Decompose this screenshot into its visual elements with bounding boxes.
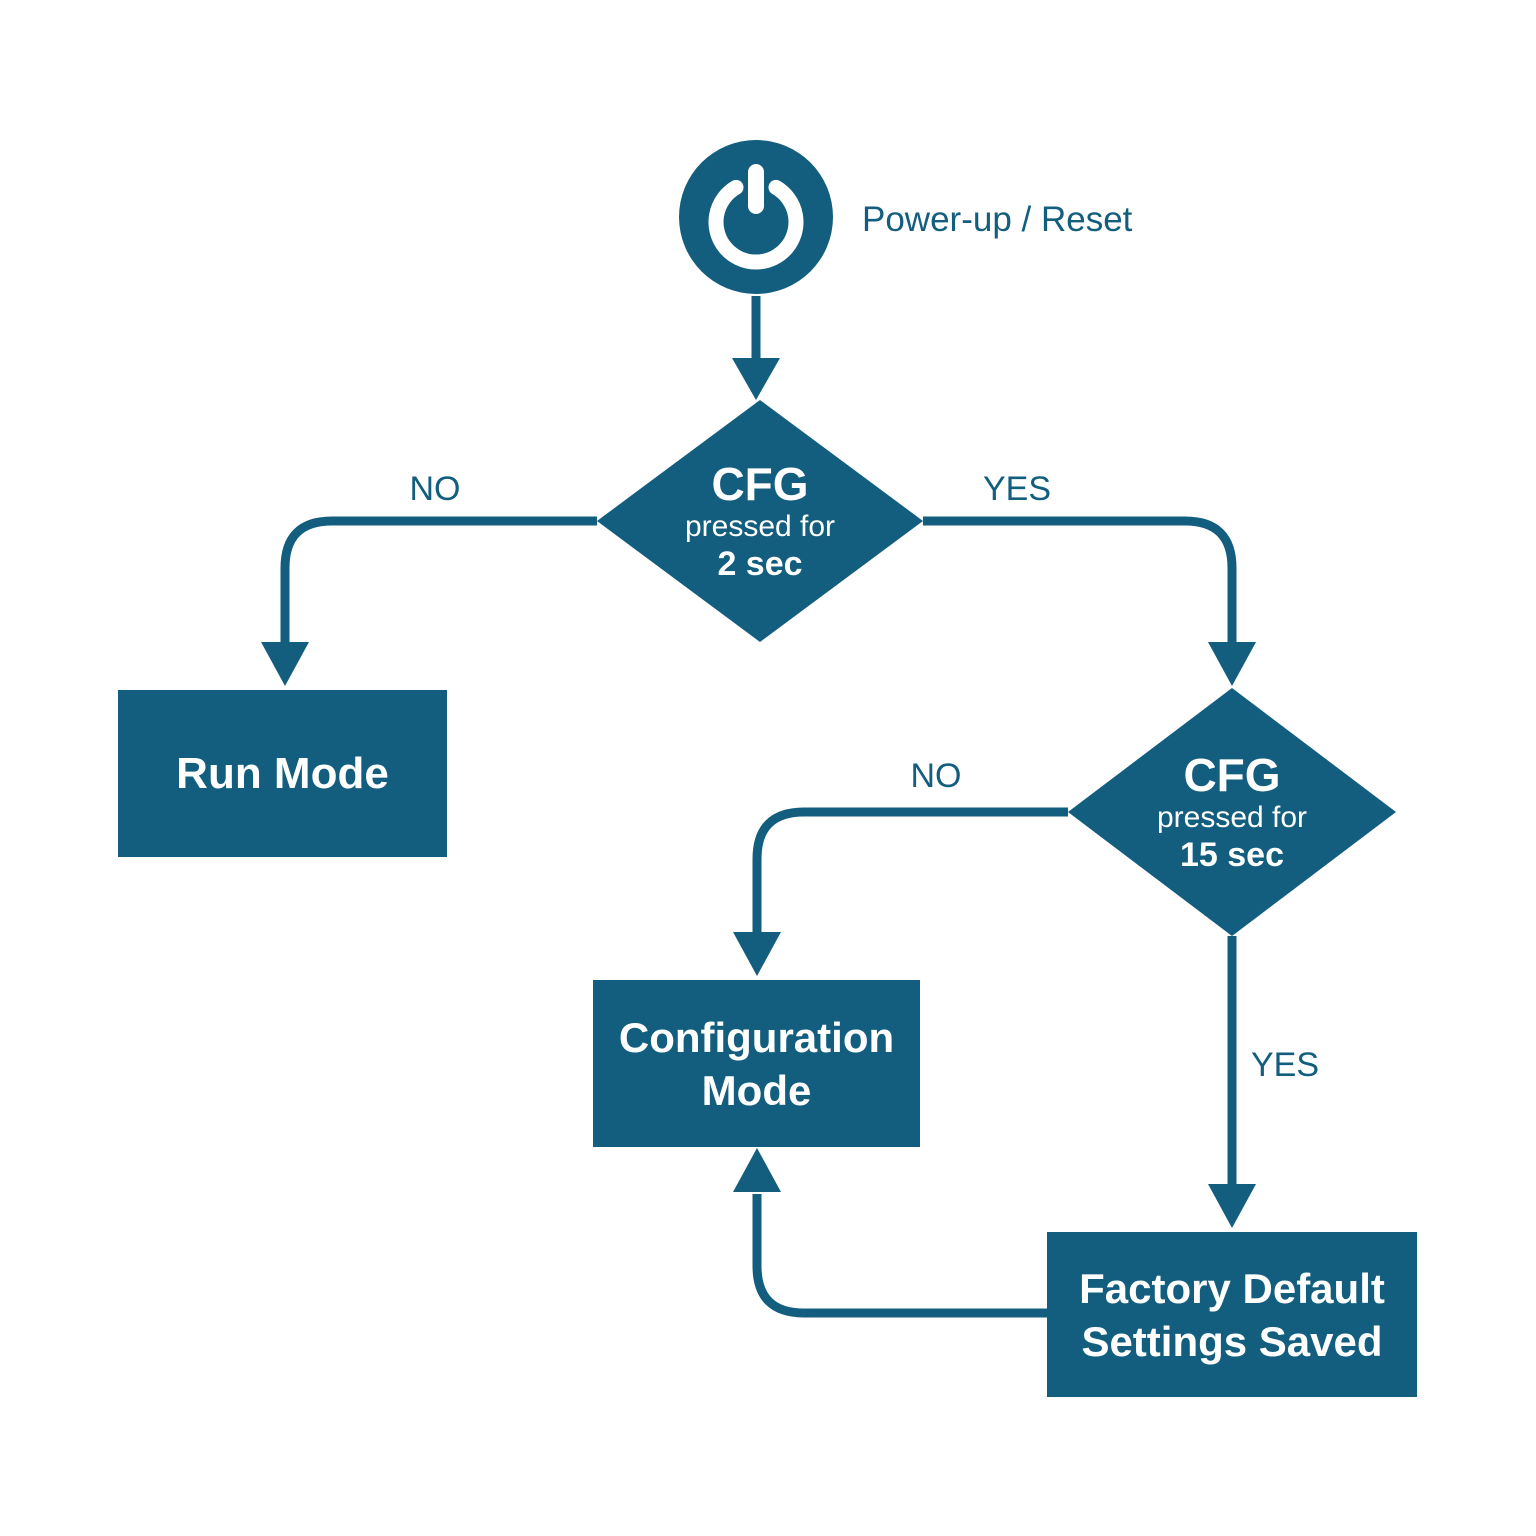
decision2-title: CFG bbox=[1183, 748, 1281, 801]
arrowhead-factory-to-configuration-mode bbox=[733, 1148, 781, 1192]
decision1-yes-label: YES bbox=[982, 470, 1052, 508]
arrowhead-yes-to-factory-default bbox=[1208, 1184, 1256, 1228]
decision2-duration: 15 sec bbox=[1180, 835, 1284, 874]
decision2-subtitle: pressed for bbox=[1156, 800, 1308, 834]
decision1-cfg-2sec: CFG pressed for 2 sec bbox=[597, 400, 923, 642]
start-label: Power-up / Reset bbox=[862, 200, 1133, 239]
power-icon-bar bbox=[748, 164, 764, 214]
connector-yes-to-decision2 bbox=[923, 516, 1237, 644]
factory-default-node: Factory Default Settings Saved bbox=[1047, 1232, 1417, 1397]
decision2-diamond-shape bbox=[1068, 688, 1396, 936]
arrowhead-no-to-run-mode bbox=[261, 642, 309, 686]
arrowhead-no-to-configuration-mode bbox=[733, 932, 781, 976]
factory-default-label-line1: Factory Default bbox=[1079, 1264, 1385, 1312]
decision1-title: CFG bbox=[711, 457, 809, 510]
arrowhead-yes-to-decision2 bbox=[1208, 642, 1256, 686]
arrowhead-start-to-decision1 bbox=[732, 358, 780, 400]
configuration-mode-label-line2: Mode bbox=[701, 1066, 812, 1114]
decision2-cfg-15sec: CFG pressed for 15 sec bbox=[1068, 688, 1396, 936]
connector-no-to-configuration-mode bbox=[752, 807, 1068, 934]
decision1-duration: 2 sec bbox=[717, 544, 803, 583]
decision2-yes-label: YES bbox=[1250, 1046, 1320, 1084]
decision2-no-label: NO bbox=[910, 757, 962, 795]
decision1-no-label: NO bbox=[409, 470, 461, 508]
configuration-mode-label-line1: Configuration bbox=[618, 1013, 895, 1061]
run-mode-node: Run Mode bbox=[118, 690, 447, 857]
power-icon-circle bbox=[679, 140, 833, 294]
decision1-subtitle: pressed for bbox=[684, 509, 836, 543]
power-icon-arc bbox=[708, 179, 804, 270]
connector-no-to-run-mode bbox=[280, 516, 597, 644]
connector-factory-to-configuration-mode bbox=[752, 1194, 1047, 1318]
factory-default-label-line2: Settings Saved bbox=[1081, 1317, 1383, 1365]
run-mode-label: Run Mode bbox=[176, 748, 389, 798]
decision1-diamond-shape bbox=[597, 400, 923, 642]
power-icon bbox=[679, 140, 833, 294]
configuration-mode-node: Configuration Mode bbox=[593, 980, 920, 1147]
